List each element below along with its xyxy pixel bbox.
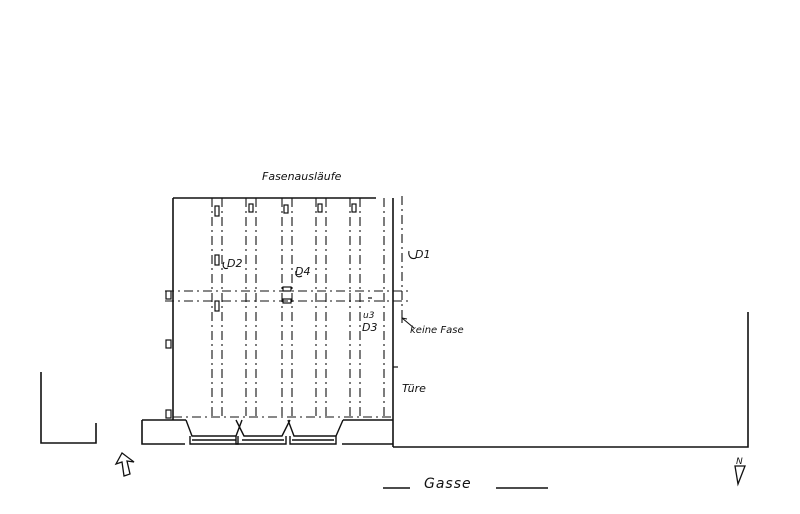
building-outline [141,197,749,448]
beam-lines-horizontal [165,290,412,418]
label-d3: D3 [362,321,377,334]
label-d2: D2 [227,257,242,270]
north-arrow-icon [734,465,746,487]
west-wall-fragment [40,372,97,444]
label-tuere: Türe [402,382,426,395]
chamfer-marks [165,203,398,419]
label-u3: u3 [363,311,375,321]
title-label: Fasenausläufe [262,170,342,183]
beam-lines-vertical [211,196,403,420]
label-d1: D1 [415,248,430,261]
label-d4: D4 [295,265,310,278]
label-north: N [736,457,743,467]
leader-lines [222,250,417,329]
label-gasse: Gasse [424,476,472,492]
label-keine-fase: keine Fase [410,325,464,336]
pillar-bases [185,419,344,445]
entrance-arrow-icon [114,452,135,477]
